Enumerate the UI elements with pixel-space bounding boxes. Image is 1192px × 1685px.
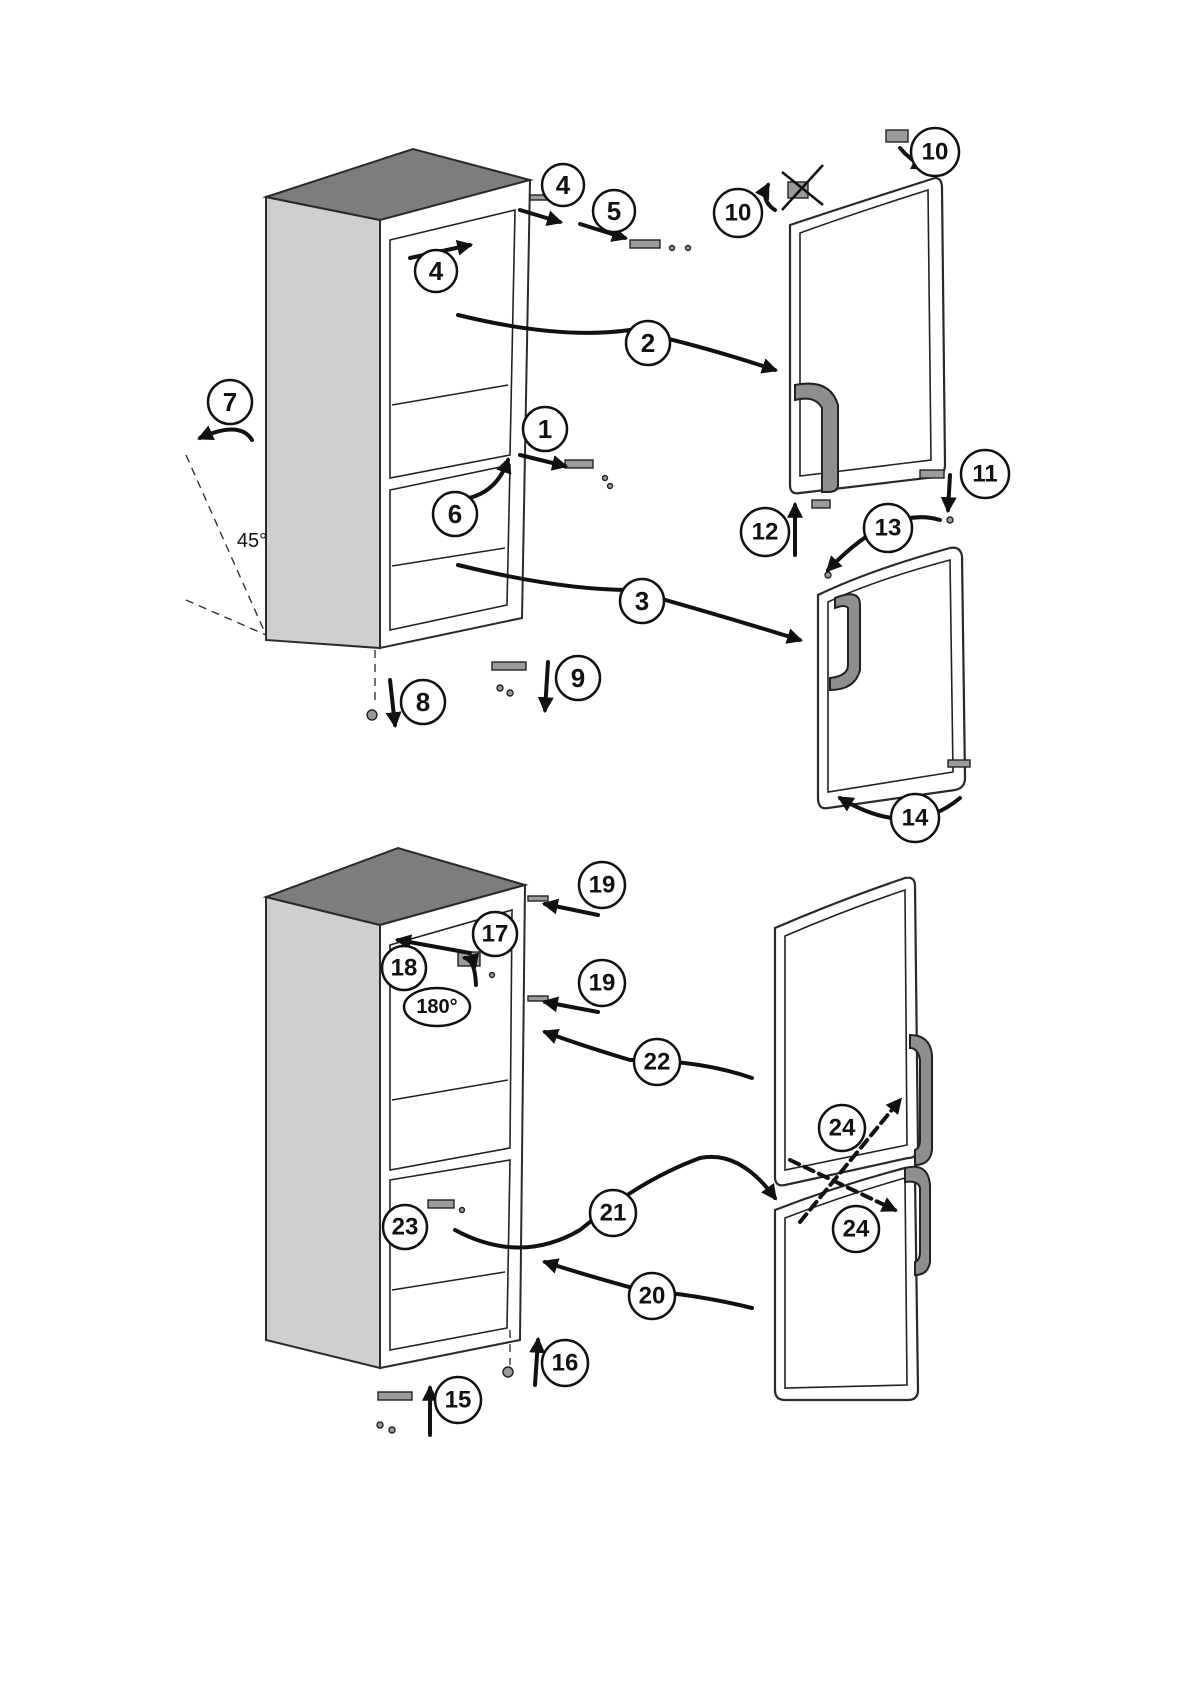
tilt-angle-label: 45° bbox=[237, 530, 267, 552]
callout-12-label: 12 bbox=[752, 519, 779, 546]
callout-19a-label: 19 bbox=[589, 872, 616, 899]
callout-10a-label: 10 bbox=[725, 200, 752, 227]
callout-9-label: 9 bbox=[571, 663, 585, 693]
callout-1: 1 bbox=[523, 407, 567, 451]
lower-door bbox=[818, 548, 965, 809]
callout-10b: 10 bbox=[911, 128, 959, 176]
callout-16-label: 16 bbox=[552, 1350, 579, 1377]
callout-15-label: 15 bbox=[445, 1387, 472, 1414]
callout-12: 12 bbox=[741, 508, 789, 556]
rotate-angle-label: 180° bbox=[416, 996, 457, 1018]
upper-door bbox=[790, 178, 945, 493]
cover-plugs bbox=[528, 896, 548, 1001]
callout-5: 5 bbox=[593, 190, 635, 232]
callout-10b-label: 10 bbox=[922, 139, 949, 166]
cabinet-left-side bbox=[266, 897, 380, 1368]
callout-24b: 24 bbox=[833, 1206, 879, 1252]
callout-14: 14 bbox=[891, 794, 939, 842]
callout-6: 6 bbox=[433, 492, 477, 536]
callout-4b: 4 bbox=[415, 250, 457, 292]
callout-3: 3 bbox=[620, 579, 664, 623]
arrow-step-9 bbox=[545, 662, 548, 710]
callout-23: 23 bbox=[383, 1205, 427, 1249]
callout-11-label: 11 bbox=[972, 461, 997, 488]
callout-4b-label: 4 bbox=[429, 256, 444, 286]
callout-7: 7 bbox=[208, 380, 252, 424]
callout-11: 11 bbox=[961, 450, 1009, 498]
callout-10a: 10 bbox=[714, 189, 762, 237]
callout-24a-label: 24 bbox=[829, 1115, 856, 1142]
callout-20-label: 20 bbox=[639, 1283, 666, 1310]
callout-9: 9 bbox=[556, 656, 600, 700]
callout-13-label: 13 bbox=[875, 515, 902, 542]
callout-18: 18 bbox=[382, 946, 426, 990]
callout-14-label: 14 bbox=[902, 805, 929, 832]
callout-19a: 19 bbox=[579, 862, 625, 908]
callout-18-label: 18 bbox=[391, 955, 418, 982]
callout-4a-label: 4 bbox=[556, 170, 571, 200]
arrow-step-1 bbox=[520, 455, 565, 466]
callout-22: 22 bbox=[634, 1039, 680, 1085]
arrow-step-8 bbox=[390, 680, 395, 725]
crossed-out-icon bbox=[782, 165, 823, 210]
callout-7-label: 7 bbox=[223, 387, 237, 417]
callout-21-label: 21 bbox=[600, 1200, 627, 1227]
callout-17: 17 bbox=[473, 912, 517, 956]
callout-8-label: 8 bbox=[416, 687, 430, 717]
callout-19b: 19 bbox=[579, 960, 625, 1006]
callout-4a: 4 bbox=[542, 164, 584, 206]
callout-17-label: 17 bbox=[482, 921, 509, 948]
arrow-step-11 bbox=[948, 475, 950, 510]
callout-24a: 24 bbox=[819, 1105, 865, 1151]
tilt-guide-line bbox=[186, 600, 266, 635]
arrow-step-7 bbox=[200, 429, 252, 440]
callout-15: 15 bbox=[435, 1377, 481, 1423]
bottom-hinge-part-reversed bbox=[377, 1392, 412, 1433]
bottom-hinge-part bbox=[492, 662, 526, 696]
callout-16: 16 bbox=[542, 1340, 588, 1386]
rotate-180-badge: 180° bbox=[404, 988, 470, 1026]
lower-door-reversed bbox=[775, 1167, 930, 1400]
foot-part bbox=[367, 650, 377, 720]
callout-6-label: 6 bbox=[448, 499, 462, 529]
callout-21: 21 bbox=[590, 1190, 636, 1236]
middle-hinge-part bbox=[565, 460, 613, 489]
callout-3-label: 3 bbox=[635, 586, 649, 616]
arrow-step-16 bbox=[535, 1340, 538, 1385]
cabinet-left-side bbox=[266, 197, 380, 648]
callout-20: 20 bbox=[629, 1273, 675, 1319]
callout-2-label: 2 bbox=[641, 328, 655, 358]
callout-22-label: 22 bbox=[644, 1049, 671, 1076]
callout-8: 8 bbox=[401, 680, 445, 724]
callout-24b-label: 24 bbox=[843, 1216, 870, 1243]
callout-19b-label: 19 bbox=[589, 970, 616, 997]
arrow-step-10a bbox=[765, 185, 775, 210]
callout-13: 13 bbox=[864, 504, 912, 552]
callout-5-label: 5 bbox=[607, 196, 621, 226]
callout-23-label: 23 bbox=[392, 1214, 419, 1241]
callout-1-label: 1 bbox=[538, 414, 552, 444]
callout-2: 2 bbox=[626, 321, 670, 365]
